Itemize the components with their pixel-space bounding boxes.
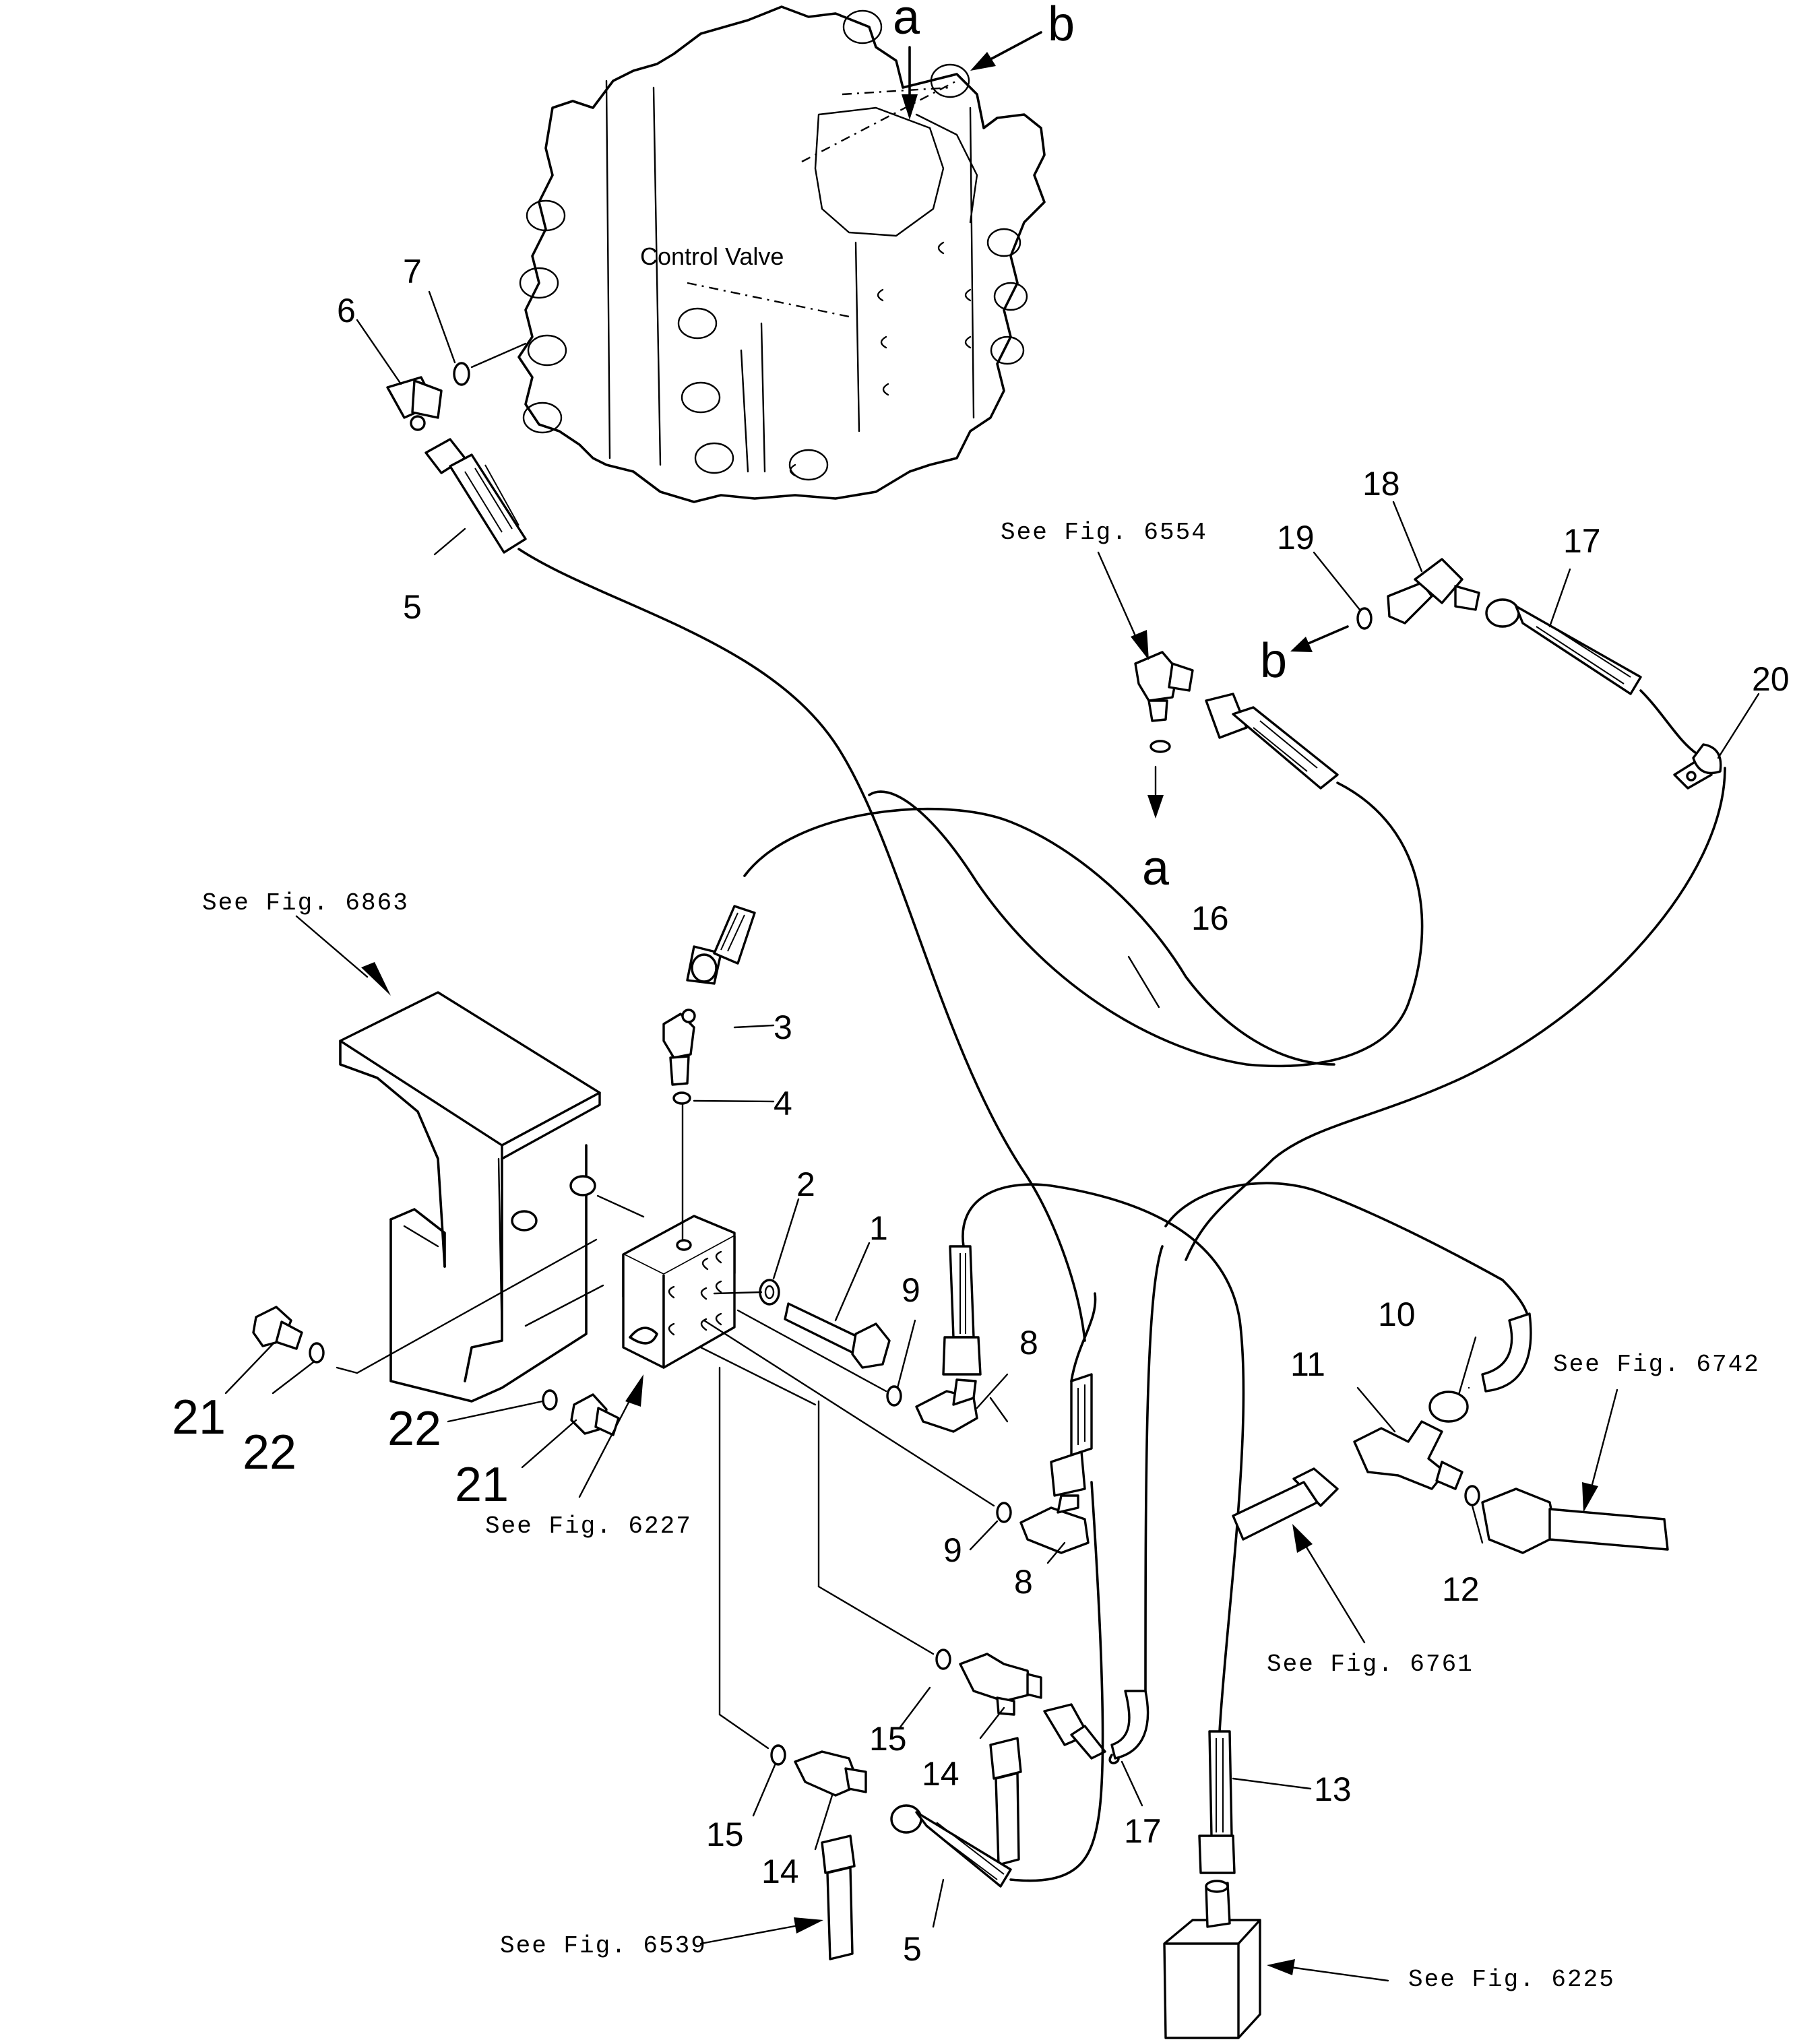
part-number-20: 20 [1752, 660, 1790, 698]
washer-2 [759, 1279, 780, 1306]
marker-b-lower: b [1260, 634, 1287, 688]
ref-fig-6225: See Fig. 6225 [1408, 1966, 1615, 1993]
control-valve-label: Control Valve [640, 243, 784, 270]
tee-fitting-11 [1353, 1420, 1463, 1490]
part-number-22-left: 22 [243, 1426, 296, 1479]
hose-13 [1198, 1730, 1236, 1874]
elbow-fitting-3 [662, 1009, 696, 1086]
marker-a-top-text: a [893, 0, 920, 44]
hose-fig-6742 [1481, 1488, 1669, 1554]
part-number-13: 13 [1314, 1770, 1352, 1808]
part-number-19: 19 [1277, 519, 1315, 556]
o-ring-9-upper [886, 1385, 902, 1407]
part-number-21-mid: 21 [455, 1458, 509, 1512]
part-number-8-lower: 8 [1014, 1563, 1033, 1601]
part-number-11: 11 [1290, 1345, 1325, 1383]
part-number-6: 6 [337, 292, 356, 329]
part-number-4: 4 [774, 1085, 792, 1122]
o-ring-4 [672, 1091, 691, 1105]
hose-fig-6761 [1232, 1467, 1339, 1541]
part-number-17-bottom: 17 [1124, 1812, 1162, 1850]
o-ring-9-lower [996, 1502, 1012, 1523]
o-ring-19 [1356, 607, 1373, 630]
part-number-10: 10 [1378, 1296, 1416, 1333]
ref-fig-6227: See Fig. 6227 [485, 1512, 692, 1540]
ref-fig-6554: See Fig. 6554 [1001, 519, 1207, 546]
part-number-5-top: 5 [403, 588, 422, 626]
part-number-14-upper: 14 [922, 1755, 959, 1793]
hose-14-upper-right [1043, 1703, 1106, 1760]
valve-block-fig-6225 [1163, 1880, 1261, 2039]
reference-arrows [295, 551, 1618, 1982]
part-number-21-left: 21 [172, 1391, 226, 1444]
part-number-2: 2 [796, 1165, 815, 1203]
elbow-fitting-6 [386, 376, 443, 431]
ref-fig-6761: See Fig. 6761 [1267, 1651, 1474, 1678]
marker-b-top-text: b [1048, 0, 1075, 51]
o-ring-15-lower [770, 1744, 786, 1766]
part-numbers: 1 2 3 4 5 5 6 7 8 8 9 9 10 11 12 13 14 1… [172, 253, 1790, 1968]
elbow-fitting-8-upper [915, 1378, 978, 1433]
part-number-16: 16 [1191, 899, 1229, 937]
elbow-fitting-fig-6554 [1134, 651, 1194, 753]
part-number-12: 12 [1442, 1570, 1480, 1608]
plug-21-left [252, 1306, 303, 1350]
hose-to-fitting-8-lower [1050, 1373, 1093, 1497]
hose-17-bottom [1110, 1690, 1150, 1760]
hose-14-lower-down [821, 1834, 856, 1960]
o-ring-15-upper [935, 1649, 951, 1670]
elbow-fitting-8-lower [1019, 1494, 1090, 1554]
part-number-15-upper: 15 [869, 1720, 907, 1758]
leader-lines [224, 290, 1760, 1928]
part-number-14-lower: 14 [761, 1853, 799, 1890]
plug-21-mid [570, 1393, 620, 1436]
manifold-block [622, 1215, 736, 1369]
clamp-20 [1673, 743, 1722, 790]
marker-a-lower: a [1142, 841, 1170, 895]
marker-b-top: b [970, 0, 1075, 71]
control-valve-drawing: Control Valve [517, 5, 1046, 503]
part-number-3: 3 [774, 1009, 792, 1046]
part-number-9-lower: 9 [943, 1531, 962, 1569]
part-number-18: 18 [1362, 465, 1400, 503]
hose-upper-left [686, 905, 756, 985]
part-number-8-upper: 8 [1019, 1324, 1038, 1362]
part-number-5-bottom: 5 [903, 1930, 922, 1968]
hose-10 [1428, 1312, 1532, 1423]
ref-fig-6863: See Fig. 6863 [202, 889, 409, 917]
o-ring-22-left [309, 1342, 325, 1364]
part-number-7: 7 [403, 253, 422, 290]
pedal-bracket [339, 991, 601, 1403]
o-ring-12 [1464, 1485, 1480, 1506]
tee-fitting-14-upper [959, 1653, 1042, 1716]
part-number-1: 1 [869, 1209, 888, 1247]
elbow-fitting-18 [1387, 558, 1480, 625]
hose-16-end [1205, 693, 1339, 790]
o-ring-22-mid [542, 1389, 558, 1411]
ref-fig-6539: See Fig. 6539 [500, 1932, 707, 1960]
part-number-9-upper: 9 [902, 1271, 920, 1309]
hose-to-fitting-8-upper [942, 1245, 982, 1376]
bolt-1 [784, 1302, 891, 1369]
ref-fig-6742: See Fig. 6742 [1553, 1351, 1760, 1378]
tee-fitting-14-lower [794, 1750, 867, 1797]
marker-a-top: a [893, 0, 920, 120]
hose-14-upper-down [989, 1737, 1022, 1866]
hose-17-top [1485, 598, 1642, 695]
part-number-15-lower: 15 [706, 1816, 744, 1853]
o-ring-7 [453, 362, 470, 386]
hose-5-bottom [890, 1804, 1012, 1888]
part-number-22-mid: 22 [387, 1402, 441, 1456]
part-number-17-top: 17 [1563, 522, 1601, 560]
hose-5-top [424, 438, 527, 554]
